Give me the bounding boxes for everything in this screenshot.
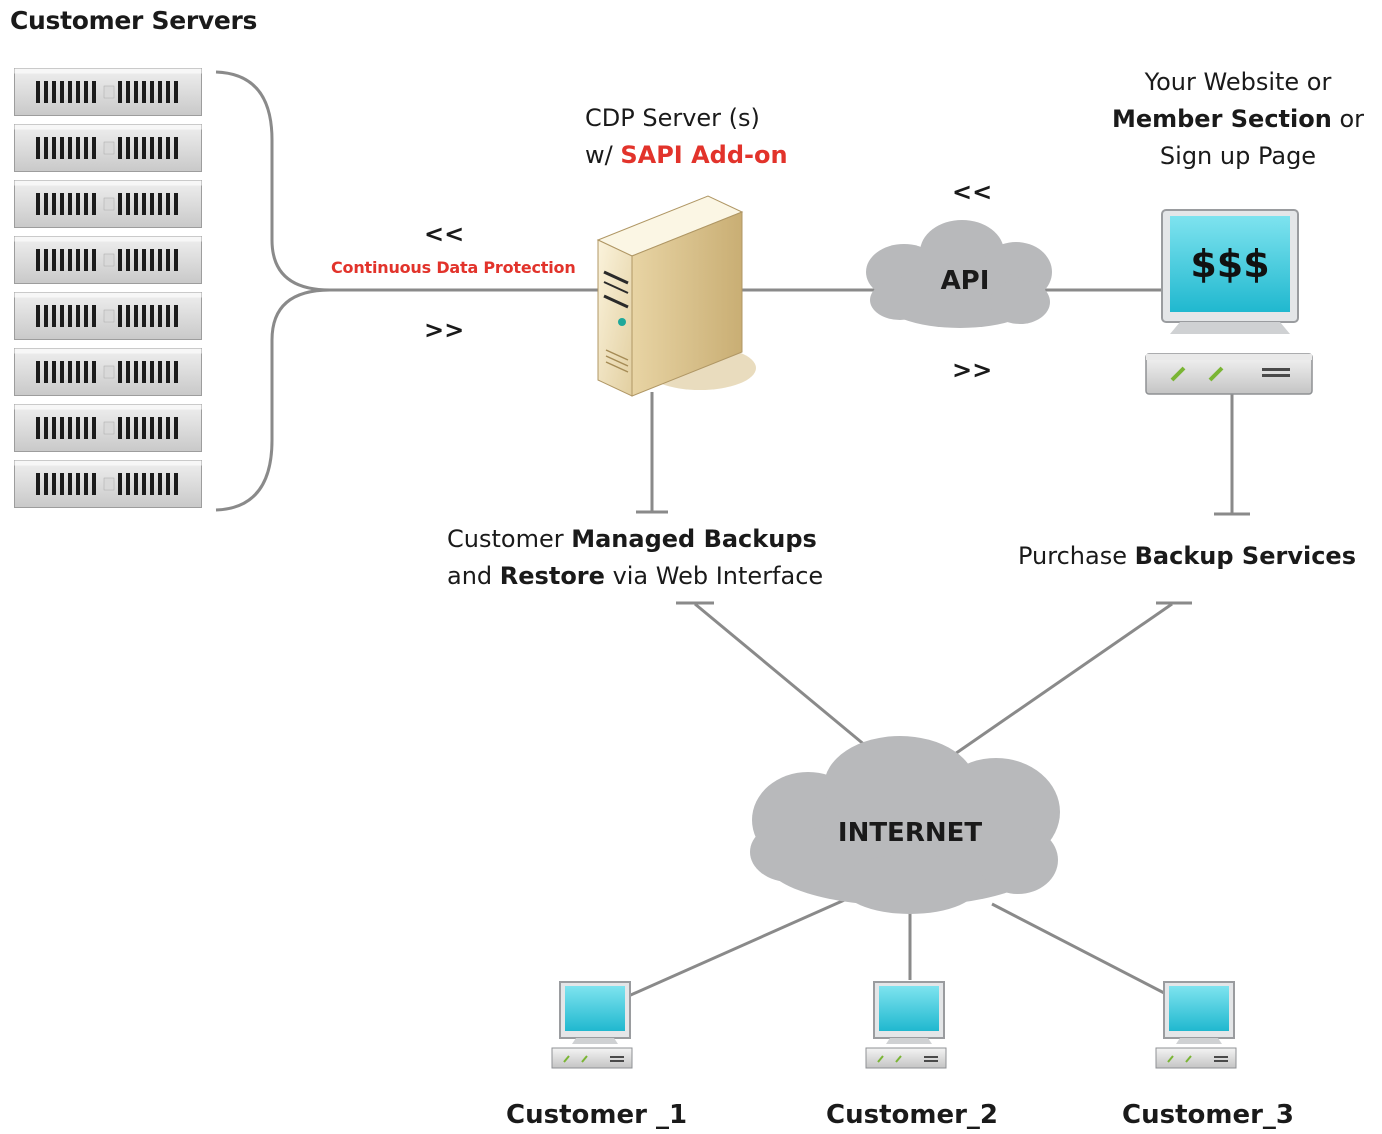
sapi-addon-label: SAPI Add-on	[620, 141, 788, 169]
cdp-server-prefix: w/	[585, 141, 613, 169]
rack-server-icon	[14, 124, 202, 172]
restore-suffix: via Web Interface	[612, 562, 824, 590]
rack-server-icon	[14, 348, 202, 396]
api-cloud-icon	[866, 220, 1052, 328]
bracket-icon	[215, 70, 331, 512]
customer-3-computer-icon	[1155, 981, 1237, 1069]
website-or-label: or	[1339, 105, 1365, 133]
arrow-left-cdp: <<	[424, 220, 465, 248]
purchase-prefix: Purchase	[1018, 542, 1127, 570]
customer-1-computer-icon	[551, 981, 633, 1069]
member-section-label: Member Section	[1111, 105, 1332, 133]
website-label-line2: Member Section or	[1088, 101, 1382, 138]
api-label: API	[940, 266, 990, 296]
rack-server-icon	[14, 460, 202, 508]
monitor-dollar-text: $$$	[1190, 242, 1270, 286]
internet-label: INTERNET	[837, 818, 983, 848]
managed-backups-bold: Managed Backups	[571, 525, 817, 553]
cdp-server-addon-line: w/ SAPI Add-on	[585, 137, 788, 174]
arrow-right-cdp: >>	[424, 316, 465, 344]
managed-backups-label: Customer Managed Backups	[447, 521, 817, 558]
website-computer-icon	[1145, 209, 1313, 395]
restore-bold: Restore	[499, 562, 605, 590]
cdp-server-label: CDP Server (s)	[585, 104, 760, 132]
customer-1-label: Customer _1	[506, 1100, 688, 1130]
continuous-data-protection-label: Continuous Data Protection	[331, 258, 576, 277]
diagram-title: Customer Servers	[10, 6, 258, 35]
restore-prefix: and	[447, 562, 493, 590]
purchase-bold: Backup Services	[1134, 542, 1356, 570]
rack-server-icon	[14, 404, 202, 452]
customer-2-computer-icon	[865, 981, 947, 1069]
restore-label: and Restore via Web Interface	[447, 558, 823, 595]
rack-server-icon	[14, 68, 202, 116]
managed-backups-prefix: Customer	[447, 525, 564, 553]
cdp-server-icon	[596, 195, 756, 397]
rack-server-icon	[14, 292, 202, 340]
website-label-line3: Sign up Page	[1159, 142, 1317, 170]
rack-server-icon	[14, 236, 202, 284]
customer-3-label: Customer_3	[1122, 1100, 1294, 1130]
internet-cloud-icon	[750, 736, 1060, 914]
arrow-left-api: <<	[952, 178, 993, 206]
website-label-line1: Your Website or	[1144, 68, 1332, 96]
rack-server-icon	[14, 180, 202, 228]
customer-2-label: Customer_2	[826, 1100, 998, 1130]
arrow-right-api: >>	[952, 356, 993, 384]
purchase-backup-label: Purchase Backup Services	[1018, 538, 1356, 575]
